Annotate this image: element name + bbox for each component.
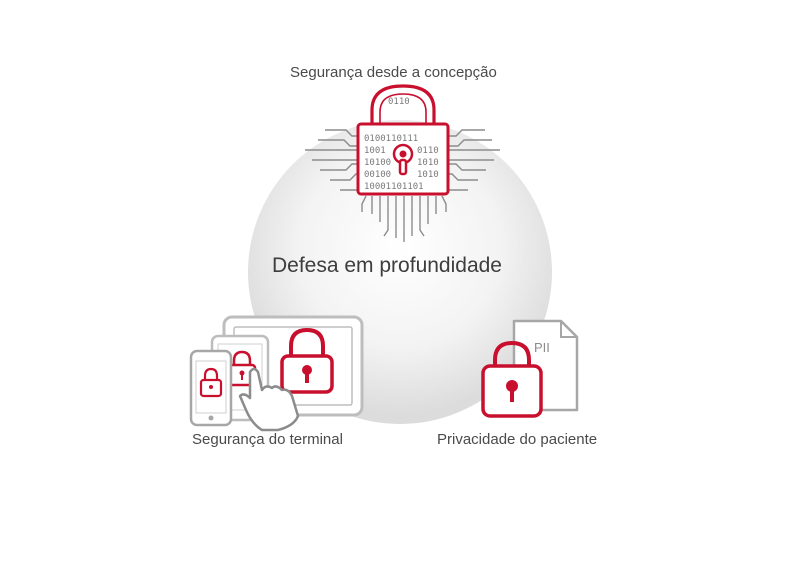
binary-line-6: 1010: [417, 158, 439, 168]
binary-line-3: 1001: [364, 146, 386, 156]
pii-document-lock-icon: PII: [481, 319, 579, 418]
binary-line-7: 00100: [364, 170, 391, 180]
binary-line-8: 1010: [417, 170, 439, 180]
binary-line-4: 0110: [417, 146, 439, 156]
top-node-label: Segurança desde a concepção: [290, 64, 497, 81]
binary-line-9: 10001101101: [364, 182, 424, 192]
pii-label: PII: [534, 340, 550, 355]
multi-device-lock-icon: [189, 315, 364, 432]
binary-line-5: 10100: [364, 158, 391, 168]
binary-lock-fingerprint-icon: 0110 0100110111 1001 0110 10100 1010 001…: [305, 84, 500, 242]
right-node-label: Privacidade do paciente: [437, 431, 598, 448]
binary-line-1: 0110: [388, 97, 410, 107]
binary-line-2: 0100110111: [364, 134, 418, 144]
left-node-label: Segurança do terminal: [192, 431, 343, 448]
center-title: Defesa em profundidade: [272, 254, 502, 277]
